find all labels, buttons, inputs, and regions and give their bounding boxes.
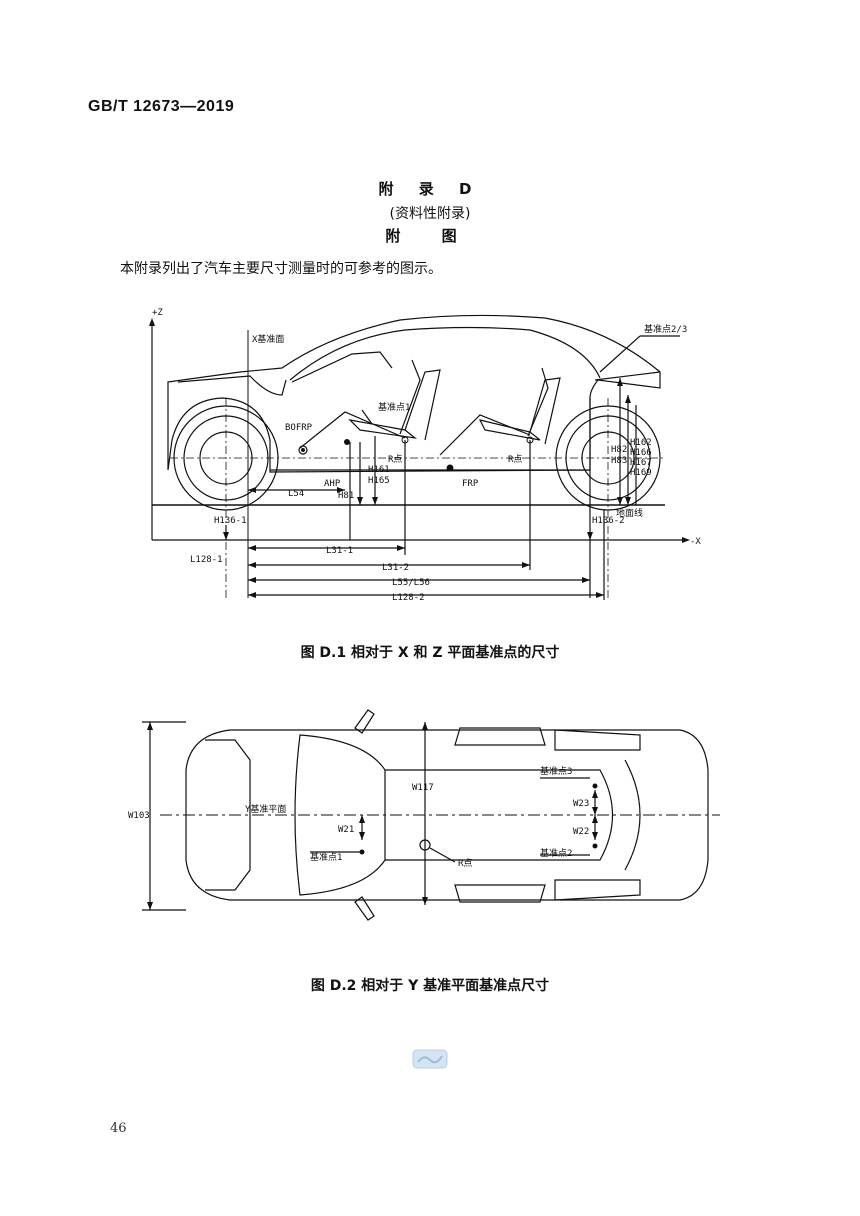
figure-d1-side-view: +Z -X X基准面 基准点2/3 基准点1 BOFRP R点 R点 AHP F… — [149, 308, 701, 603]
z-axis-label: +Z — [152, 308, 163, 318]
l128-2-label: L128-2 — [392, 593, 425, 603]
r-rear-label: R点 — [508, 454, 522, 465]
ref3-top-point — [592, 783, 598, 789]
rear-seat-back — [529, 377, 561, 445]
x-axis-label: -X — [690, 537, 701, 547]
h165-label: H165 — [368, 476, 390, 486]
l31-1-label: L31-1 — [326, 546, 353, 556]
x-plane-label: X基准面 — [252, 333, 284, 345]
bofrp-point — [298, 445, 308, 455]
front-occupant-legs — [299, 411, 406, 449]
ref1-top-label: 基准点1 — [310, 851, 342, 863]
r-point-top — [419, 839, 431, 851]
frp-point — [446, 464, 454, 472]
ref2-top-point — [592, 843, 598, 849]
w103-label: W103 — [128, 811, 150, 821]
ahp-label: AHP — [324, 479, 341, 489]
r-point-top-label: R点 — [458, 858, 472, 869]
watermark-logo — [412, 1049, 448, 1069]
ref3-top-label: 基准点3 — [540, 765, 572, 777]
w22-label: W22 — [573, 827, 589, 837]
y-plane-label: Y基准平面 — [245, 803, 286, 815]
h82-label: H82 — [611, 445, 627, 455]
l128-1-label: L128-1 — [190, 555, 223, 565]
page-number: 46 — [110, 1121, 127, 1136]
l54-label: L54 — [288, 489, 304, 499]
ahp-point — [344, 439, 350, 445]
mirror-right — [354, 896, 375, 921]
appendix-title: 附 录 D — [378, 180, 482, 198]
mirror-left — [354, 709, 375, 734]
figure-d1-caption: 图 D.1 相对于 X 和 Z 平面基准点的尺寸 — [300, 645, 560, 661]
r-front-label: R点 — [388, 454, 402, 465]
w117-label: W117 — [412, 783, 434, 793]
ground-label: 地面线 — [616, 507, 643, 519]
bofrp-label: BOFRP — [285, 423, 313, 433]
h83-label: H83 — [611, 456, 627, 466]
figure-d2-caption: 图 D.2 相对于 Y 基准平面基准点尺寸 — [310, 978, 550, 994]
h161-label: H161 — [368, 465, 390, 475]
frp-label: FRP — [462, 479, 479, 489]
front-seat-back — [404, 369, 441, 441]
h162-label: H162 — [630, 438, 652, 448]
r-point-rear — [526, 436, 534, 444]
front-seat-cushion — [348, 419, 418, 439]
l31-2-label: L31-2 — [382, 563, 409, 573]
ref2-top-label: 基准点2 — [540, 847, 572, 859]
rear-occupant-legs — [439, 414, 531, 456]
standard-code: GB/T 12673—2019 — [88, 98, 235, 115]
h167-label: H167 — [630, 458, 652, 468]
w23-label: W23 — [573, 799, 589, 809]
intro-paragraph: 本附录列出了汽车主要尺寸测量时的可参考的图示。 — [120, 261, 442, 277]
l55-label: L55/L56 — [392, 578, 430, 588]
h136-2-label: H136-2 — [592, 516, 625, 526]
car-top-outline — [185, 729, 709, 901]
appendix-section: 附 图 — [385, 227, 475, 245]
ref1-label: 基准点1 — [378, 401, 410, 413]
rear-window — [624, 759, 641, 871]
figure-d2-top-view: W103 W117 Y基准平面 W21 基准点1 R点 基准点3 W23 W22… — [128, 709, 720, 921]
windshield — [294, 734, 386, 896]
h169-label: H169 — [630, 468, 652, 478]
h166-label: H166 — [630, 448, 652, 458]
ref23-label: 基准点2/3 — [644, 323, 687, 335]
w21-label: W21 — [338, 825, 354, 835]
appendix-subtitle: (资料性附录) — [389, 206, 471, 222]
r-point-front — [401, 436, 409, 444]
h136-1-label: H136-1 — [214, 516, 247, 526]
h81-label: H81 — [338, 491, 354, 501]
car-body-outline — [167, 314, 661, 473]
ref1-top-point — [359, 849, 365, 855]
